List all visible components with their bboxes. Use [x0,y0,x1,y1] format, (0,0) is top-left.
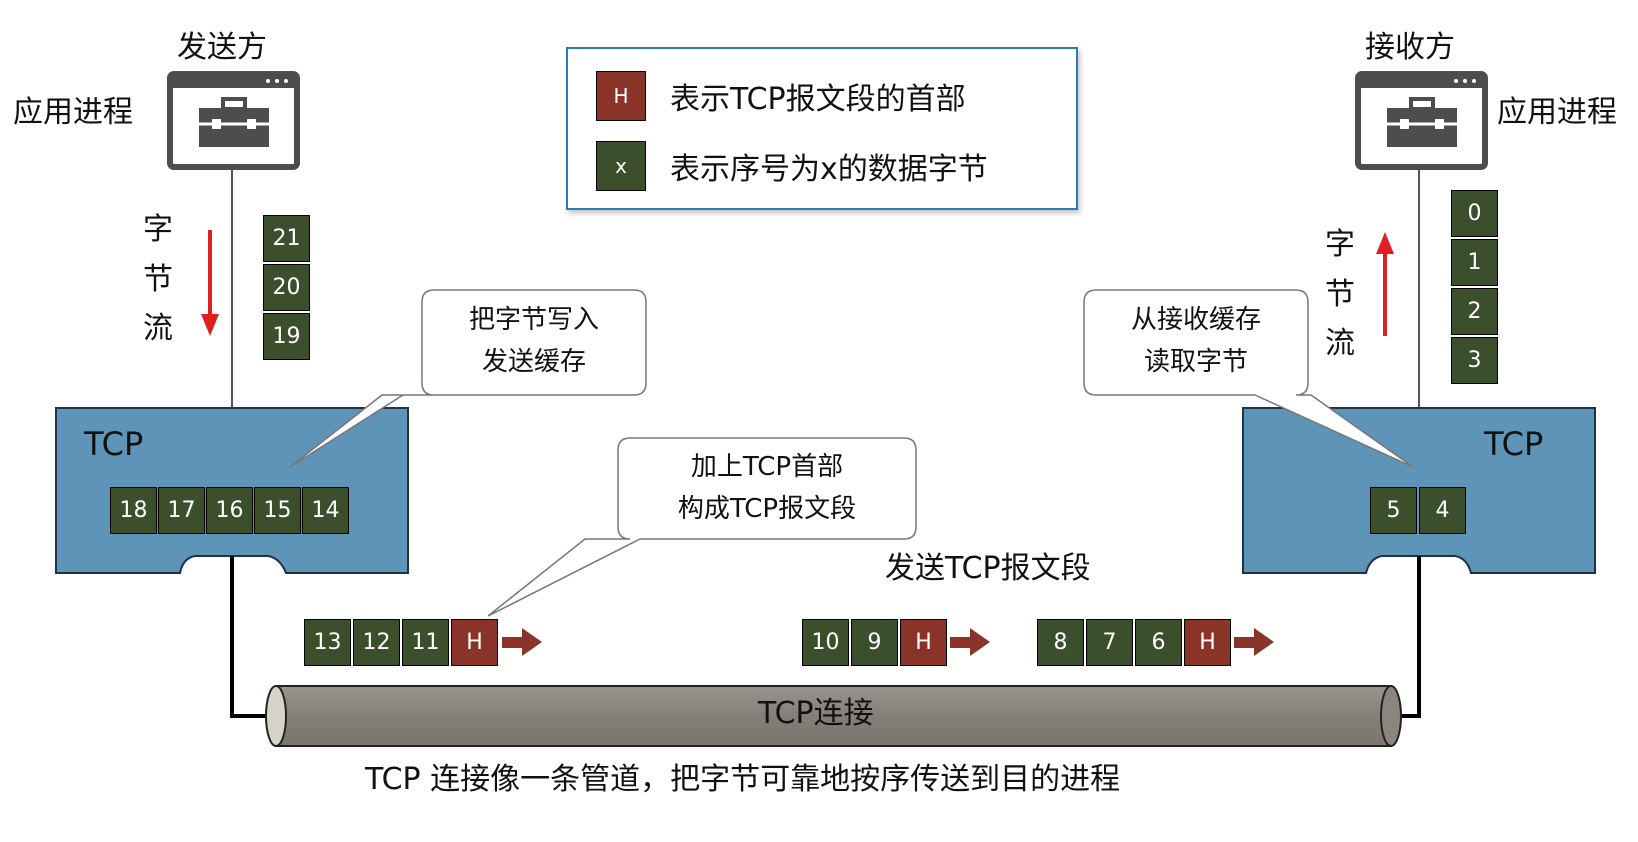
callout-line: 发送缓存 [481,346,586,377]
sender-queued-byte: 21 [263,215,310,262]
receiver-up-arrow [1376,232,1394,336]
receiver-buffer-byte: 4 [1419,487,1466,534]
sender-callout-bubble [289,289,647,468]
sender-wire [230,556,280,718]
receiver-app-window-icon [1355,71,1488,170]
sender-process-label: 应用进程 [13,95,133,130]
receiver-read-byte: 0 [1451,190,1498,237]
stream-char: 节 [1325,276,1355,312]
segment-callout-text: 加上TCP首部 构成TCP报文段 [618,447,916,530]
segment-header: H [451,619,498,666]
sender-buffer-byte: 17 [158,487,205,534]
send-segments-label: 发送TCP报文段 [885,551,1091,586]
tcp-connection-label: TCP连接 [758,696,874,731]
segment-byte: 12 [353,619,400,666]
segment-byte: 13 [304,619,351,666]
sender-buffer-byte: 18 [110,487,157,534]
segment-3-arrow [1234,628,1274,656]
toolbox-icon [199,97,269,147]
segment-callout-bubble [487,437,917,617]
sender-tcp-label: TCP [84,425,144,463]
stream-char: 流 [143,311,173,346]
legend-header-text: 表示TCP报文段的首部 [670,82,966,117]
callout-line: 把字节写入 [468,305,599,335]
sender-down-arrow [201,230,219,336]
segment-header: H [1184,619,1231,666]
sender-buffer-byte: 14 [302,487,349,534]
receiver-callout-text: 从接收缓存 读取字节 [1084,300,1308,383]
sender-buffer-byte: 15 [254,487,301,534]
segment-header: H [900,619,947,666]
callout-line: 构成TCP报文段 [677,493,857,524]
sender-stream-label: 字 节 流 [138,205,178,354]
sender-buffer-byte: 16 [206,487,253,534]
stream-char: 字 [143,212,173,247]
stream-char: 流 [1325,326,1355,361]
toolbox-icon [1387,97,1457,147]
sender-app-window-icon [167,71,300,170]
callout-line: 从接收缓存 [1130,305,1261,335]
segment-1-arrow [502,628,542,656]
legend-header-swatch: H [596,71,646,121]
stream-char: 字 [1325,227,1355,262]
sender-callout-text: 把字节写入 发送缓存 [422,300,646,383]
segment-byte: 10 [802,619,849,666]
receiver-buffer-byte: 5 [1370,487,1417,534]
receiver-read-byte: 2 [1451,288,1498,335]
segment-byte: 11 [402,619,449,666]
segment-byte: 9 [851,619,898,666]
sender-queued-byte: 20 [263,264,310,311]
receiver-process-label: 应用进程 [1497,95,1617,130]
legend-header-row: H 表示TCP报文段的首部 [596,71,966,121]
receiver-read-byte: 3 [1451,337,1498,384]
receiver-callout-bubble [1083,289,1414,468]
segment-byte: 8 [1037,619,1084,666]
legend-byte-swatch: x [596,141,646,191]
callout-line: 加上TCP首部 [690,452,844,482]
caption: TCP 连接像一条管道，把字节可靠地按序传送到目的进程 [365,762,1121,797]
segment-byte: 6 [1135,619,1182,666]
receiver-read-byte: 1 [1451,239,1498,286]
sender-queued-byte: 19 [263,313,310,360]
segment-byte: 7 [1086,619,1133,666]
receiver-tcp-label: TCP [1484,425,1544,463]
receiver-stream-label: 字 节 流 [1320,220,1360,369]
legend-byte-text: 表示序号为x的数据字节 [670,152,988,187]
legend: H 表示TCP报文段的首部 x 表示序号为x的数据字节 [566,47,1078,210]
tcp-connection-pipe [265,685,1402,747]
legend-byte-row: x 表示序号为x的数据字节 [596,141,988,191]
callout-line: 读取字节 [1143,346,1248,377]
sender-title: 发送方 [177,30,267,65]
receiver-title: 接收方 [1365,30,1455,65]
segment-2-arrow [950,628,990,656]
stream-char: 节 [143,261,173,297]
